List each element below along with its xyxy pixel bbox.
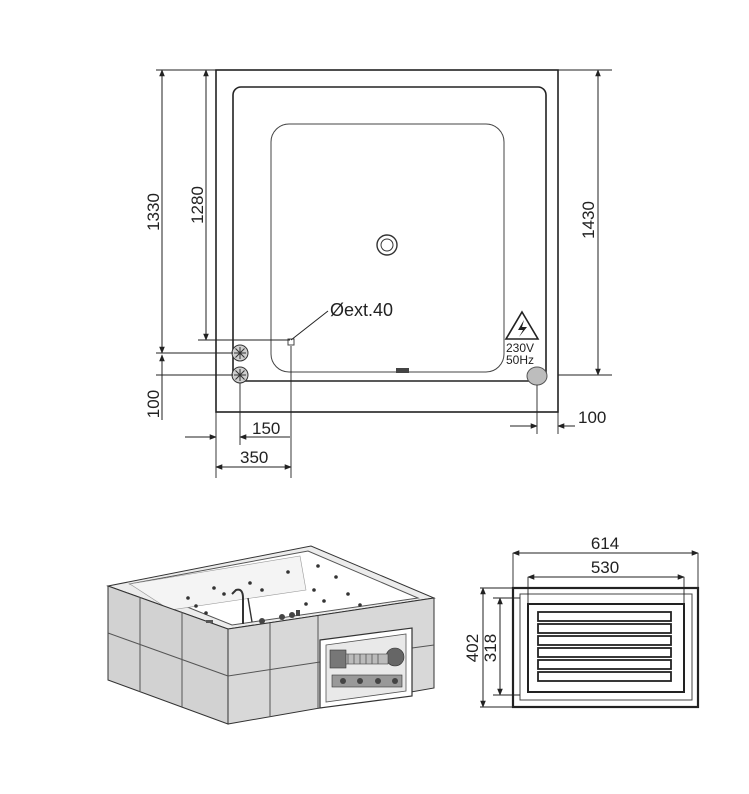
dim-panel-inner-height: 318 [481, 634, 500, 662]
tub-controls [259, 610, 300, 624]
power-connection-point [526, 366, 548, 386]
panel-grille-frame [527, 603, 685, 693]
frequency-label: 50Hz [506, 353, 534, 367]
dim-panel-outer-height: 402 [463, 634, 482, 662]
pump-motor-icon [329, 647, 405, 688]
panel-outer-frame [511, 586, 700, 709]
access-panel-3d [319, 627, 413, 709]
dim-inner-height: 1280 [188, 186, 207, 224]
overflow-slot-3d [206, 620, 213, 623]
panel-dimension-lines [480, 550, 699, 708]
bathtub-plan-view: Øext.40 230V 50Hz [144, 69, 612, 478]
faucet-icon [231, 588, 253, 624]
dim-bottom-offset: 100 [144, 390, 163, 418]
overflow-slot [396, 368, 409, 373]
drain-icon [376, 234, 398, 256]
tub-outer-outline [215, 69, 559, 413]
tub-basin-outline [270, 123, 505, 373]
dim-panel-inner-width: 530 [591, 558, 619, 577]
ventilation-grille [537, 611, 672, 682]
drain-label: Øext.40 [330, 300, 393, 320]
dim-outer-height: 1430 [579, 201, 598, 239]
tile-grid-left [107, 597, 229, 707]
bathtub-3d-view [106, 545, 436, 725]
water-valve-icon [231, 344, 249, 362]
dim-rim-height: 1330 [144, 193, 163, 231]
high-voltage-warning-icon [504, 310, 540, 340]
dim-left-350: 350 [240, 448, 268, 467]
basin-inner-wall [129, 555, 307, 611]
access-panel-detail: 614 530 402 318 [463, 534, 700, 709]
water-valve-icon [231, 366, 249, 384]
extension-lines [156, 69, 612, 478]
tub-rim-outline [232, 86, 547, 382]
dim-panel-outer-width: 614 [591, 534, 619, 553]
voltage-label: 230V [506, 341, 534, 355]
dim-left-150: 150 [252, 419, 280, 438]
massage-jets [186, 564, 362, 615]
dimension-lines [159, 69, 601, 470]
drain-pipe-marker [287, 338, 295, 346]
tile-grid-front [227, 616, 435, 717]
drain-label-leader [290, 310, 329, 341]
panel-inner-frame [519, 593, 693, 701]
dim-right-100: 100 [578, 408, 606, 427]
